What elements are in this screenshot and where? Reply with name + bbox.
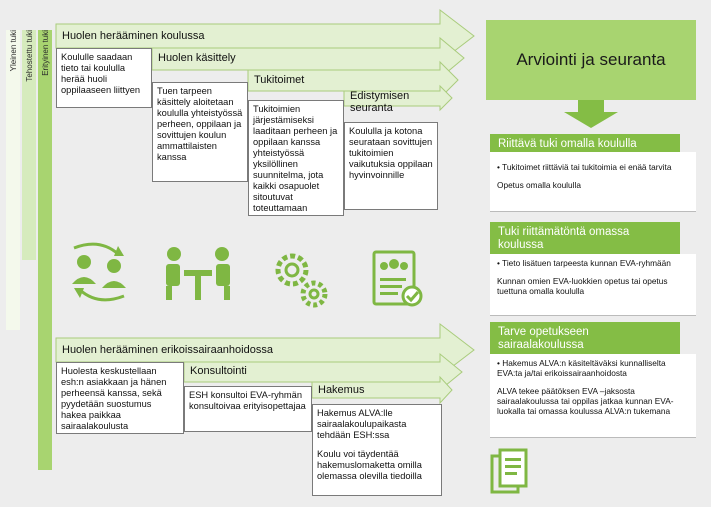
evaluation-box: Arviointi ja seuranta [486, 20, 696, 100]
hospital-step3-text2: Koulu voi täydentää hakemuslomaketta omi… [317, 449, 422, 481]
school-step3-box: Tukitoimien järjestämiseksi laaditaan pe… [248, 100, 344, 216]
school-step4-box: Koululla ja kotona seurataan sovittujen … [344, 122, 438, 210]
outcome-1-title: Riittävä tuki omalla koululla [490, 134, 680, 155]
cycle-people-icon [72, 242, 126, 302]
outcome-3-line1: • Hakemus ALVA:n käsiteltäväksi kunnalli… [497, 358, 666, 378]
outcome-1-line1: • Tukitoimet riittäviä tai tukitoimia ei… [497, 162, 672, 172]
outcome-2-title: Tuki riittämätöntä omassa koulussa [490, 222, 680, 256]
hospital-step1-box: Huolesta keskustellaan esh:n asiakkaan j… [56, 362, 184, 434]
outcome-2-line1: • Tieto lisätuen tarpeesta kunnan EVA-ry… [497, 258, 671, 268]
level-band-special: Erityinen tuki [38, 30, 52, 470]
outcome-3-line2: ALVA tekee päätöksen EVA –jaksosta saira… [497, 386, 674, 416]
school-step2-title: Huolen käsittely [158, 52, 236, 64]
hospital-step2-title: Konsultointi [190, 365, 247, 377]
school-step1-title: Huolen herääminen koulussa [62, 30, 205, 42]
outcome-1-box: • Tukitoimet riittäviä tai tukitoimia ei… [490, 152, 696, 212]
document-people-icon [372, 250, 423, 307]
hospital-step3-title: Hakemus [318, 384, 365, 396]
hospital-step3-box: Hakemus ALVA:lle sairaalakoulupaikasta t… [312, 404, 442, 496]
outcome-2-line2: Kunnan omien EVA-luokkien opetus tai ope… [497, 276, 668, 296]
outcome-1-line2: Opetus omalla koululla [497, 180, 581, 190]
gears-icon [275, 253, 328, 308]
meeting-icon [166, 247, 230, 300]
outcome-2-box: • Tieto lisätuen tarpeesta kunnan EVA-ry… [490, 254, 696, 316]
level-band-general: Yleinen tuki [6, 30, 20, 330]
level-band-intensified: Tehostettu tuki [22, 30, 36, 260]
hospital-step3-text1: Hakemus ALVA:lle sairaalakoulupaikasta t… [317, 408, 407, 440]
school-step2-box: Tuen tarpeen käsittely aloitetaan koulul… [152, 82, 248, 182]
school-step3-title: Tukitoimet [254, 74, 305, 86]
evaluation-title: Arviointi ja seuranta [516, 50, 666, 69]
hospital-step2-box: ESH konsultoi EVA-ryhmän konsultoivaa er… [184, 386, 312, 432]
outcome-3-box: • Hakemus ALVA:n käsiteltäväksi kunnalli… [490, 354, 696, 438]
school-step1-box: Koululle saadaan tieto tai koululla herä… [56, 48, 152, 108]
outcome-3-title: Tarve opetukseen sairaalakoulussa [490, 322, 680, 356]
school-step4-title: Edistymisen seuranta [350, 90, 410, 114]
documents-icon [490, 448, 528, 494]
hospital-step1-title: Huolen herääminen erikoissairaanhoidossa [62, 344, 273, 356]
